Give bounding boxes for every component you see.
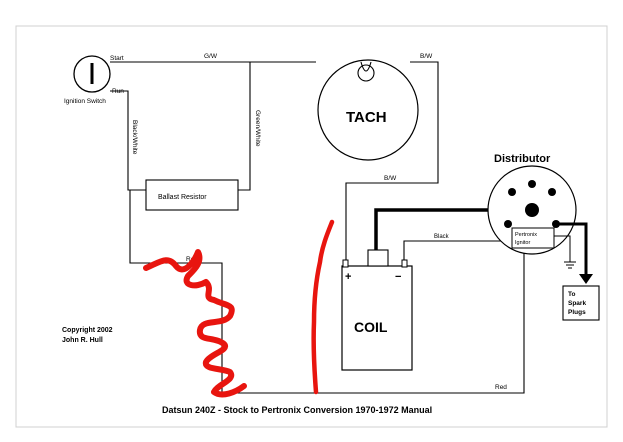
wire-label-red-bottom: Red bbox=[495, 384, 507, 391]
copyright-line2: John R. Hull bbox=[62, 337, 103, 344]
pertronix-igniter bbox=[511, 227, 555, 249]
wire-label-bw-coil: B/W bbox=[384, 175, 397, 182]
wire-black-white bbox=[110, 90, 223, 393]
distributor-label: Distributor bbox=[494, 153, 551, 165]
ground-icon bbox=[554, 235, 576, 269]
coil-plus-post bbox=[342, 259, 349, 268]
distributor-terminals bbox=[504, 180, 560, 228]
ignition-switch-caption: Ignition Switch bbox=[64, 98, 106, 105]
tach-terminal-icon bbox=[357, 61, 375, 82]
wire-label-black-white: Black/White bbox=[131, 120, 138, 155]
red-scribble-right bbox=[311, 219, 335, 395]
coil-label: COIL bbox=[354, 319, 388, 335]
diagram-frame bbox=[15, 25, 608, 428]
wire-black bbox=[403, 240, 512, 260]
tach-gauge bbox=[317, 59, 419, 161]
coil-plus-label: + bbox=[345, 271, 351, 283]
spark-plugs-line2: Spark bbox=[568, 300, 586, 307]
wire-label-gw: G/W bbox=[204, 53, 218, 60]
copyright-line1: Copyright 2002 bbox=[62, 327, 113, 334]
wire-red-bottom bbox=[222, 247, 525, 394]
coil-minus-label: − bbox=[395, 271, 401, 283]
coil-body bbox=[341, 265, 413, 371]
ignition-start-label: Start bbox=[110, 55, 124, 62]
spark-plugs-line3: Plugs bbox=[568, 309, 586, 316]
spark-plugs-line1: To bbox=[568, 291, 575, 298]
igniter-label-line1: Pertronix bbox=[515, 232, 537, 238]
wire-label-bw-top: B/W bbox=[420, 53, 433, 60]
diagram-caption: Datsun 240Z - Stock to Pertronix Convers… bbox=[162, 405, 432, 415]
red-scribble-left bbox=[143, 249, 247, 398]
wire-label-green-white: Green/White bbox=[254, 110, 261, 147]
igniter-label-line2: Ignitor bbox=[515, 240, 530, 246]
wire-label-black: Black bbox=[434, 234, 450, 240]
ballast-resistor bbox=[145, 179, 239, 211]
spark-plug-arrow bbox=[556, 222, 593, 284]
tach-label: TACH bbox=[346, 109, 387, 126]
ht-lead bbox=[374, 208, 530, 250]
wire-green-white bbox=[238, 72, 251, 191]
coil-minus-post bbox=[401, 259, 408, 268]
ignition-switch bbox=[73, 55, 111, 93]
wire-gw-bw bbox=[110, 61, 439, 262]
coil-top-terminal bbox=[367, 249, 389, 267]
spark-plugs-box bbox=[562, 285, 600, 321]
ballast-resistor-label: Ballast Resistor bbox=[158, 194, 207, 201]
